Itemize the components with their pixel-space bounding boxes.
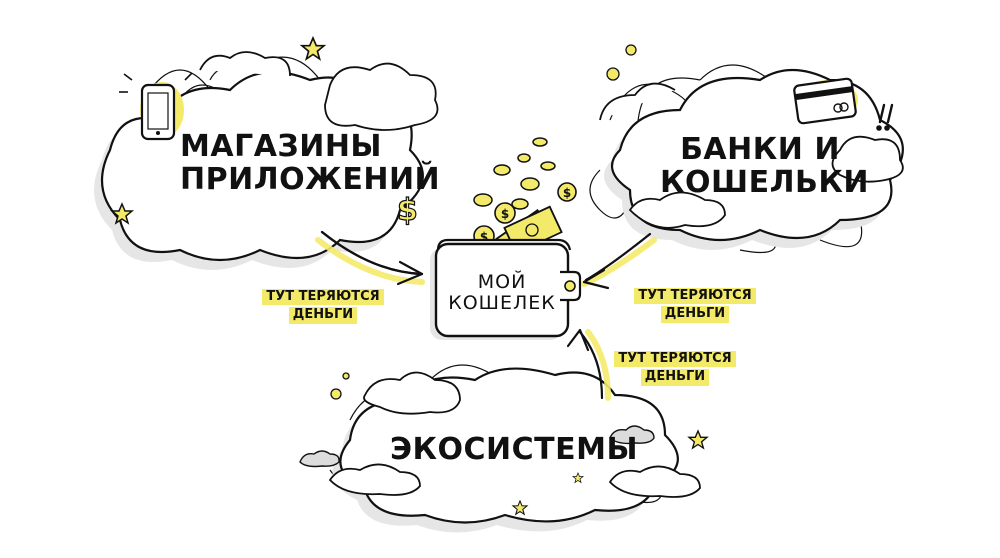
wallet-title: МОЙ КОШЕЛЕК — [436, 272, 568, 314]
banks-line2: КОШЕЛЬКИ — [660, 165, 869, 200]
loss-label-left: ТУТ ТЕРЯЮТСЯ ДЕНЬГИ — [258, 288, 388, 325]
loss-label-bottom-line2: ДЕНЬГИ — [640, 369, 710, 386]
ecosystems-title: ЭКОСИСТЕМЫ — [390, 432, 639, 467]
ecosystems-cloud — [299, 364, 701, 533]
dollar-sign-icon: $ — [396, 192, 418, 228]
app-stores-line1: МАГАЗИНЫ — [180, 129, 383, 164]
wallet-line1: МОЙ — [477, 271, 527, 293]
decorative-circles — [330, 44, 637, 400]
exclamation-icon — [876, 103, 894, 131]
svg-text:$: $ — [480, 230, 488, 244]
banks-line1: БАНКИ И — [680, 132, 840, 167]
ecosystems-line1: ЭКОСИСТЕМЫ — [390, 432, 639, 467]
app-stores-line2: ПРИЛОЖЕНИЙ — [180, 162, 441, 197]
loss-label-left-line1: ТУТ ТЕРЯЮТСЯ — [262, 289, 384, 306]
app-stores-title: МАГАЗИНЫ ПРИЛОЖЕНИЙ — [180, 129, 441, 197]
loss-label-right: ТУТ ТЕРЯЮТСЯ ДЕНЬГИ — [630, 287, 760, 324]
loss-label-bottom-line1: ТУТ ТЕРЯЮТСЯ — [614, 351, 736, 368]
svg-text:$: $ — [563, 186, 571, 200]
loss-label-bottom: ТУТ ТЕРЯЮТСЯ ДЕНЬГИ — [610, 350, 740, 387]
credit-card-icon — [793, 77, 858, 125]
svg-text:$: $ — [501, 207, 509, 221]
loss-label-right-line1: ТУТ ТЕРЯЮТСЯ — [634, 288, 756, 305]
loss-label-left-line2: ДЕНЬГИ — [288, 307, 358, 324]
arrow-icon — [315, 230, 657, 401]
smartphone-icon — [119, 72, 193, 141]
wallet-line2: КОШЕЛЕК — [448, 291, 556, 314]
banks-title: БАНКИ И КОШЕЛЬКИ — [660, 132, 869, 200]
wallet-icon — [430, 238, 582, 340]
svg-text:$: $ — [397, 193, 418, 228]
loss-label-right-line2: ДЕНЬГИ — [660, 306, 730, 323]
